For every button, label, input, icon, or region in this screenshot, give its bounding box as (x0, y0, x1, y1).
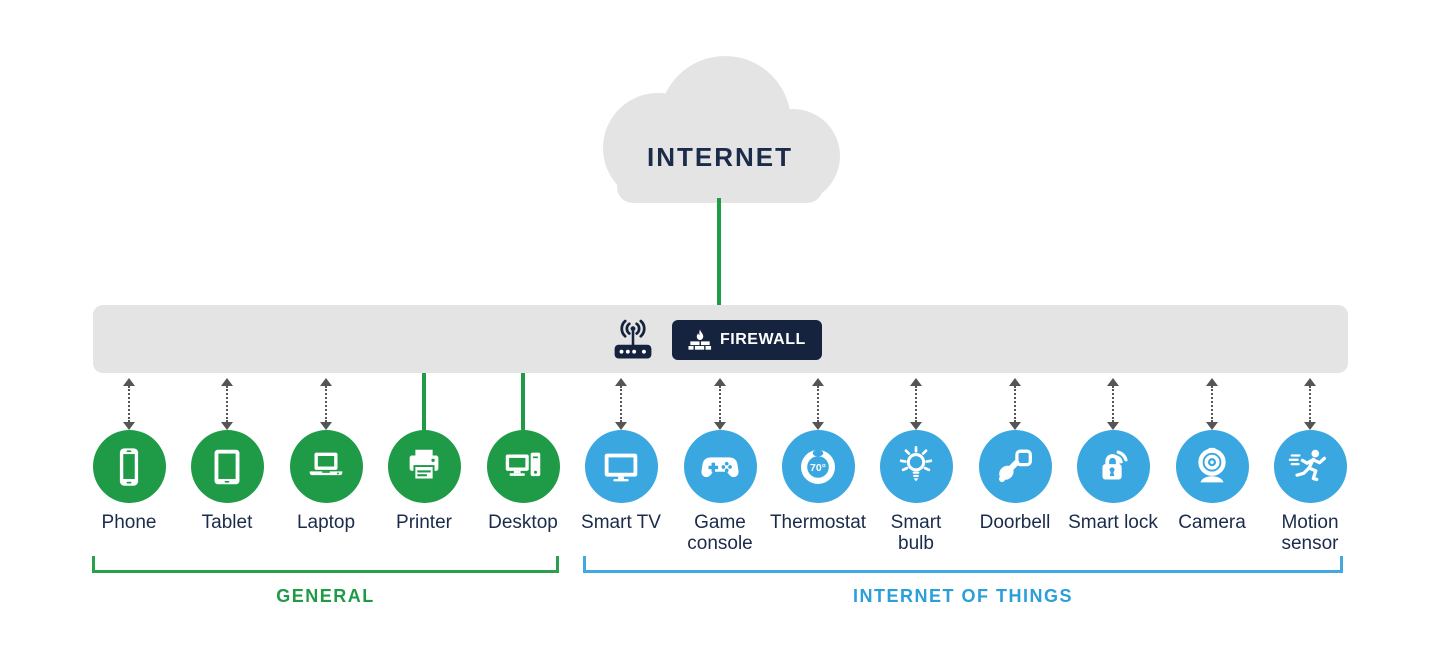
iot-group-bracket (583, 556, 1343, 573)
firewall-label: FIREWALL (720, 331, 806, 348)
device-laptop: Laptop (277, 378, 375, 533)
wireless-link-arrow (572, 378, 670, 430)
wireless-link-arrow (1064, 378, 1162, 430)
wireless-link-arrow (277, 378, 375, 430)
laptop-icon (309, 452, 343, 475)
device-game-console: Game console (671, 378, 769, 554)
device-smart-tv: Smart TV (572, 378, 670, 533)
camera-icon (1198, 447, 1226, 482)
printer-icon (409, 449, 439, 480)
device-label: Tablet (201, 512, 253, 533)
general-group-bracket (92, 556, 559, 573)
router-icon (614, 319, 652, 359)
device-label: Motion sensor (1281, 512, 1339, 554)
game-console-icon (701, 456, 739, 477)
device-motion-sensor: Motion sensor (1261, 378, 1359, 554)
wireless-link-arrow (1261, 378, 1359, 430)
wired-link-line (474, 373, 572, 430)
device-label: Game console (687, 512, 753, 554)
phone-icon (119, 447, 139, 486)
general-group-label: GENERAL (276, 586, 375, 606)
device-label: Desktop (488, 512, 558, 533)
internet-cloud (603, 56, 840, 203)
wireless-link-arrow (1163, 378, 1261, 430)
device-label: Smart TV (581, 512, 661, 533)
device-label: Printer (396, 512, 452, 533)
device-label: Laptop (296, 512, 356, 533)
smart-tv-icon (604, 453, 638, 481)
thermostat-icon: 70° (800, 449, 836, 484)
doorbell-icon (998, 449, 1032, 482)
device-label: Thermostat (769, 512, 867, 533)
tablet-icon (214, 449, 240, 484)
device-camera: Camera (1163, 378, 1261, 533)
firewall-icon (688, 329, 712, 350)
smart-lock-icon (1102, 450, 1128, 479)
wireless-link-arrow (178, 378, 276, 430)
desktop-icon (505, 452, 541, 476)
thermostat-value: 70° (810, 461, 826, 473)
wireless-link-arrow (769, 378, 867, 430)
device-desktop: Desktop (474, 373, 572, 533)
internet-label: INTERNET (647, 142, 793, 172)
device-label: Camera (1178, 512, 1246, 533)
wireless-link-arrow (671, 378, 769, 430)
device-smart-lock: Smart lock (1064, 378, 1162, 533)
smart-bulb-icon (899, 445, 933, 481)
device-label: Phone (101, 512, 157, 533)
internet-uplink-line (717, 198, 721, 306)
device-label: Smart bulb (890, 512, 942, 554)
device-tablet: Tablet (178, 378, 276, 533)
device-label: Smart lock (1068, 512, 1158, 533)
wired-link-line (375, 373, 473, 430)
firewall-badge: FIREWALL (672, 320, 822, 360)
device-smart-bulb: Smart bulb (867, 378, 965, 554)
device-thermostat: 70° Thermostat (769, 378, 867, 533)
iot-group-label: INTERNET OF THINGS (853, 586, 1073, 606)
motion-sensor-icon (1288, 449, 1327, 481)
wireless-link-arrow (80, 378, 178, 430)
device-doorbell: Doorbell (966, 378, 1064, 533)
device-label: Doorbell (979, 512, 1051, 533)
wireless-link-arrow (966, 378, 1064, 430)
device-phone: Phone (80, 378, 178, 533)
device-printer: Printer (375, 373, 473, 533)
wireless-link-arrow (867, 378, 965, 430)
